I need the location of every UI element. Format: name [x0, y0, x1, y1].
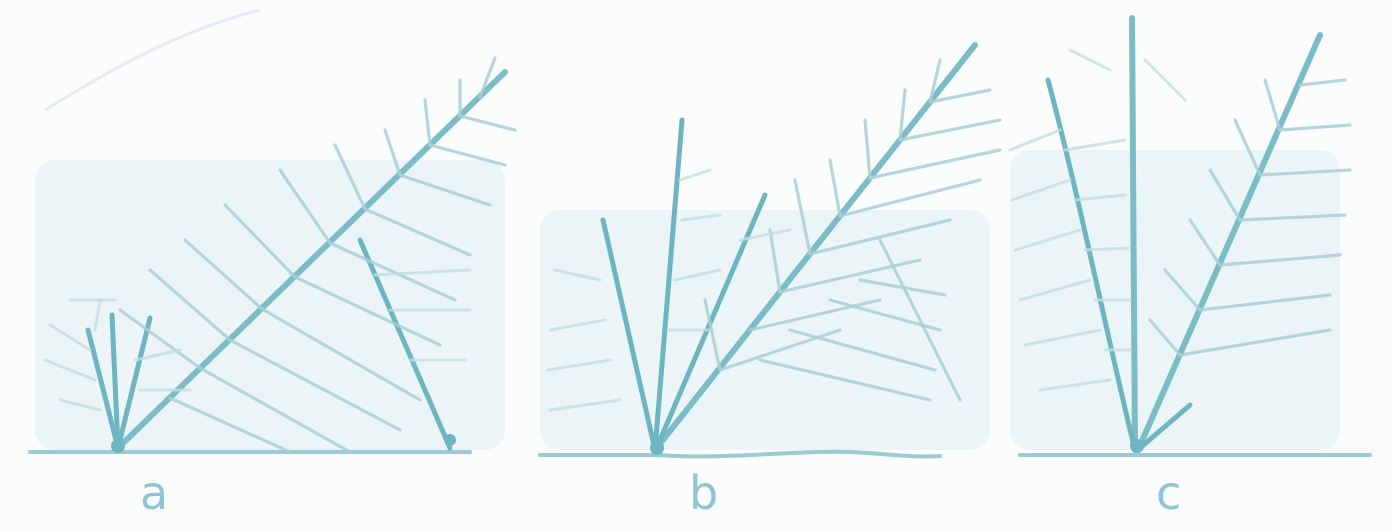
panel-b-base-node	[650, 441, 664, 455]
panel-a-secondary-node	[444, 434, 456, 446]
panel-a-base-node	[111, 439, 125, 453]
panel-c-base-node	[1130, 439, 1144, 453]
panel-c-diagram	[1010, 18, 1370, 455]
panel-label-c: c	[1156, 470, 1181, 516]
panel-a-diagram	[30, 58, 515, 453]
panel-label-b: b	[689, 470, 718, 516]
panel-b-ground-line-right	[660, 452, 940, 457]
panel-c-vertical-axis	[1132, 18, 1135, 450]
panel-b-diagram	[540, 45, 1000, 456]
faint-sketch-line	[45, 10, 260, 110]
panel-label-a: a	[140, 470, 168, 516]
